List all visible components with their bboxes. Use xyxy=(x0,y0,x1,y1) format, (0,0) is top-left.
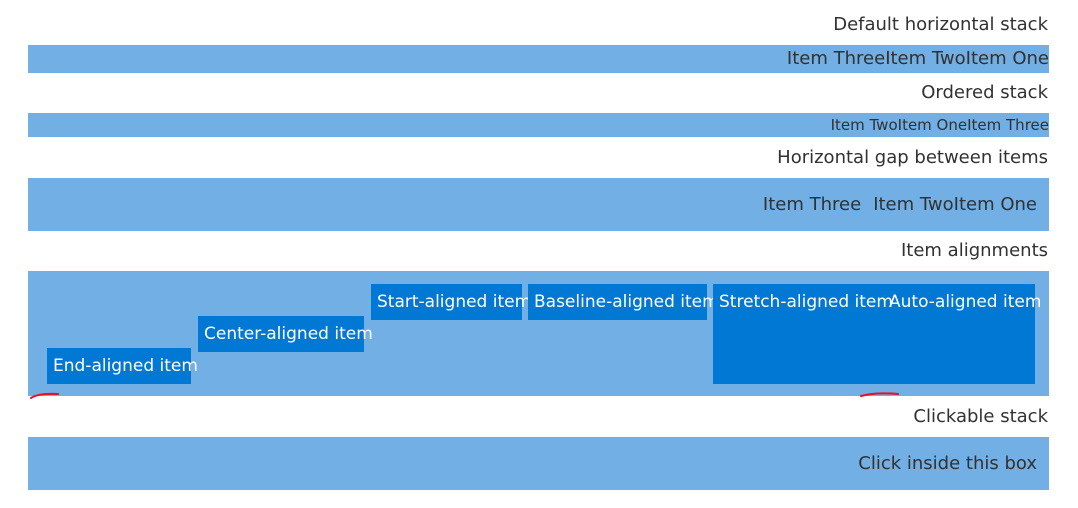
default-item-three: Item Three xyxy=(786,48,886,69)
gap-item-three: Item Three xyxy=(762,194,862,215)
gap-item-one: Item One xyxy=(953,194,1037,215)
default-stack-title: Default horizontal stack xyxy=(833,14,1048,35)
clickable-stack-title: Clickable stack xyxy=(913,406,1048,427)
default-stack-items: Item ThreeItem TwoItem One xyxy=(787,48,1049,69)
start-aligned-item: Start-aligned item xyxy=(371,284,531,320)
gap-stack-band: Item Three Item TwoItem One xyxy=(28,178,1049,231)
ordered-item-one: Item One xyxy=(897,116,968,134)
ordered-stack-items: Item TwoItem OneItem Three xyxy=(831,116,1049,134)
default-item-two: Item Two xyxy=(885,48,966,69)
gap-stack-title: Horizontal gap between items xyxy=(777,147,1048,168)
default-item-one: Item One xyxy=(965,48,1049,69)
end-aligned-item: End-aligned item xyxy=(47,348,198,384)
ordered-stack-band: Item TwoItem OneItem Three xyxy=(28,113,1049,137)
alignment-stack-title: Item alignments xyxy=(900,240,1048,261)
stretch-auto-group: Stretch-aligned item Auto-aligned item xyxy=(713,284,1041,384)
annotation-mark-left xyxy=(30,392,59,399)
ordered-item-three: Item Three xyxy=(967,116,1049,134)
clickable-stack-box[interactable]: Click inside this box xyxy=(28,437,1049,490)
gap-stack-items: Item Three Item TwoItem One xyxy=(763,194,1037,215)
stretch-aligned-item: Stretch-aligned item xyxy=(719,292,893,312)
alignment-stack-band: End-aligned item Center-aligned item Sta… xyxy=(28,271,1049,396)
clickable-stack-text: Click inside this box xyxy=(858,453,1037,474)
baseline-aligned-item: Baseline-aligned item xyxy=(528,284,719,320)
default-stack-band: Item ThreeItem TwoItem One xyxy=(28,45,1049,73)
gap-item-two: Item Two xyxy=(873,194,954,215)
auto-aligned-item: Auto-aligned item xyxy=(889,292,1042,312)
center-aligned-item: Center-aligned item xyxy=(198,316,373,352)
ordered-stack-title: Ordered stack xyxy=(921,82,1048,103)
ordered-item-two: Item Two xyxy=(830,116,898,134)
annotation-mark-right xyxy=(860,392,899,397)
